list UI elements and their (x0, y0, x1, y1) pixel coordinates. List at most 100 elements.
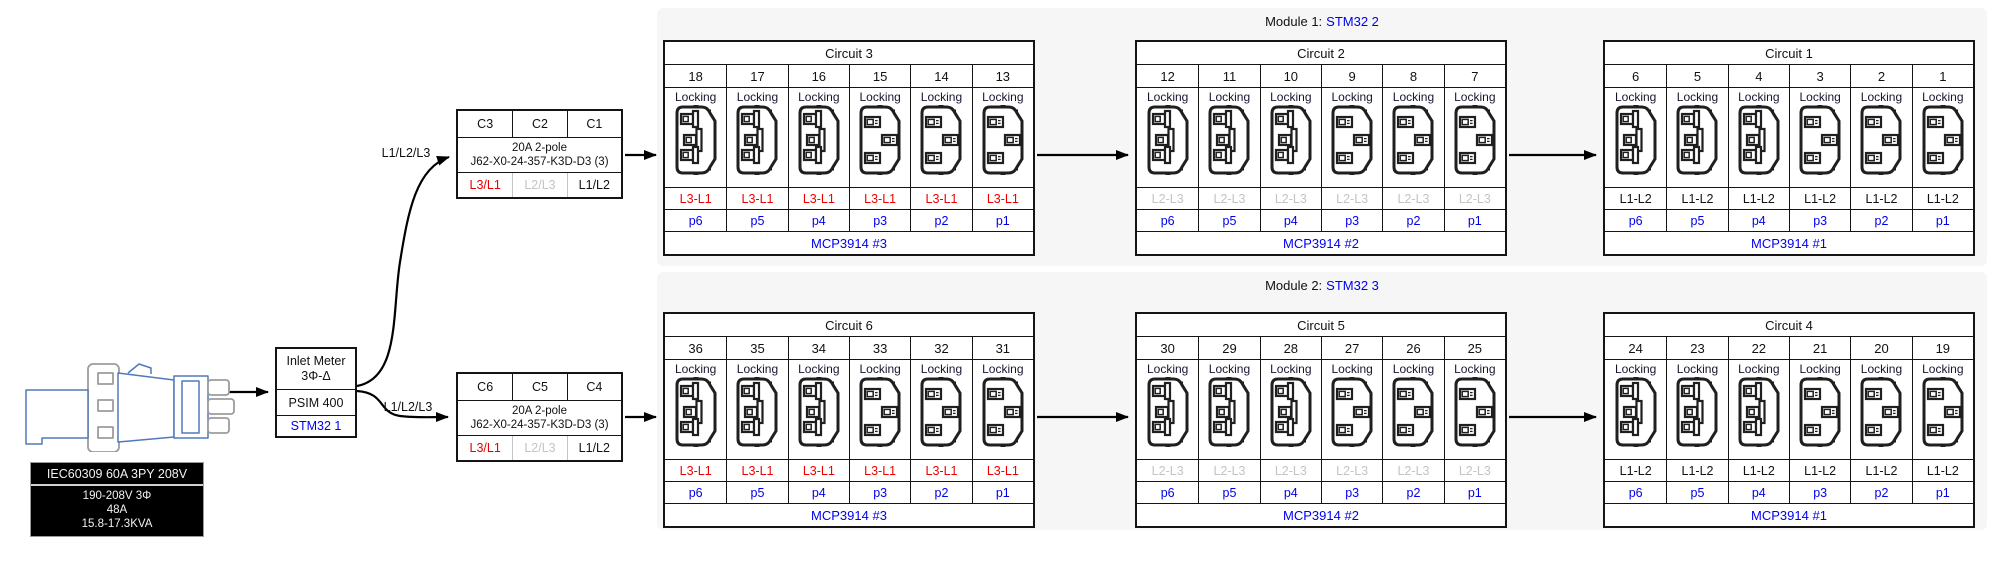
outlet-number-cell: 34 (787, 337, 849, 359)
outlet-cell: Locking (910, 88, 971, 187)
c13-outlet-icon (1736, 377, 1782, 447)
outlet-cell: Locking (787, 360, 849, 459)
breaker-pole-cell: C1 (566, 111, 621, 137)
breaker-part-number: J62-X0-24-357-K3D-D3 (3) (470, 419, 609, 431)
locking-label: Locking (1331, 90, 1373, 104)
phase-pair-cell: L3-L1 (726, 460, 787, 481)
port-cell: p4 (787, 210, 849, 231)
outlet-number-cell: 35 (726, 337, 787, 359)
outlet-number-cell: 11 (1198, 65, 1259, 87)
breaker-rating-line: 20A 2-pole (512, 142, 567, 154)
adc-label: MCP3914 #3 (665, 231, 1033, 254)
c13-outlet-icon (734, 105, 780, 175)
locking-label: Locking (1392, 362, 1435, 376)
locking-label: Locking (859, 362, 901, 376)
c13-outlet-icon (1390, 105, 1436, 175)
port-cell: p6 (688, 213, 703, 228)
phase-pair-cell: L1-L2 (1788, 460, 1850, 481)
module-controller: STM32 2 (1326, 14, 1379, 29)
plug-spec-lines: 190-208V 3Φ 48A 15.8-17.3KVA (31, 486, 203, 536)
port-cell: p1 (971, 482, 1033, 503)
plug-spec-title: IEC60309 60A 3PY 208V (31, 463, 203, 486)
port-cell: p6 (688, 485, 703, 500)
locking-label: Locking (1922, 90, 1964, 104)
feed-label-lower: L1/L2/L3 (383, 400, 433, 414)
locking-label: Locking (1146, 362, 1189, 376)
port-cell: p4 (1259, 210, 1321, 231)
outlet-number-cell: 4 (1727, 65, 1789, 87)
outlet-cell: Locking (1198, 88, 1259, 187)
phase-pair-cell: L2-L3 (1259, 460, 1321, 481)
outlet-cell: Locking (665, 88, 726, 187)
locking-label: Locking (1208, 362, 1251, 376)
circuit-title: Circuit 6 (825, 317, 873, 333)
port-cell: p5 (1198, 210, 1259, 231)
outlet-number-cell: 10 (1259, 65, 1321, 87)
c13-outlet-icon (1613, 105, 1659, 175)
inlet-meter-title-line1: Inlet Meter (286, 354, 346, 368)
outlet-cell: Locking (1788, 88, 1850, 187)
c13-outlet-icon (918, 377, 964, 447)
outlet-cell: Locking (726, 360, 787, 459)
port-cell: p5 (726, 210, 787, 231)
c13-outlet-icon (1452, 105, 1498, 175)
locking-label: Locking (736, 362, 779, 376)
outlet-cell: Locking (848, 360, 910, 459)
module-title: Module 1: (1265, 14, 1323, 29)
phase-pair-cell: L2-L3 (1151, 463, 1184, 478)
locking-label: Locking (798, 362, 840, 376)
locking-label: Locking (1676, 362, 1719, 376)
phase-pair-cell: L1-L2 (1911, 460, 1973, 481)
port-cell: p3 (1320, 210, 1382, 231)
c13-outlet-icon (796, 105, 842, 175)
outlet-number-cell: 16 (787, 65, 849, 87)
port-cell: p4 (1727, 482, 1789, 503)
outlet-number-cell: 7 (1443, 65, 1505, 87)
outlet-cell: Locking (1788, 360, 1850, 459)
breaker-pole-cell: C2 (512, 111, 566, 137)
locking-label: Locking (920, 362, 963, 376)
c13-outlet-icon (1390, 377, 1436, 447)
c13-outlet-icon (980, 377, 1026, 447)
locking-label: Locking (1614, 90, 1657, 104)
c13-outlet-icon (1920, 105, 1966, 175)
port-cell: p5 (726, 482, 787, 503)
phase-pair-cell: L3-L1 (910, 460, 971, 481)
phase-pair-cell: L1-L2 (1911, 188, 1973, 209)
outlet-number-cell: 1 (1911, 65, 1973, 87)
c13-outlet-icon (980, 105, 1026, 175)
c13-outlet-icon (1145, 377, 1191, 447)
port-cell: p2 (910, 482, 971, 503)
breaker-part-number: J62-X0-24-357-K3D-D3 (3) (470, 156, 609, 168)
outlet-number-cell: 5 (1666, 65, 1727, 87)
outlet-cell: Locking (1259, 360, 1321, 459)
port-cell: p5 (1666, 482, 1727, 503)
phase-pair-cell: L2-L3 (1198, 188, 1259, 209)
locking-label: Locking (1676, 90, 1719, 104)
outlet-number-cell: 33 (848, 337, 910, 359)
outlet-number-cell: 17 (726, 65, 787, 87)
outlet-number-cell: 31 (971, 337, 1033, 359)
phase-pair-cell: L2-L3 (1320, 460, 1382, 481)
phase-pair-cell: L2-L3 (1443, 188, 1505, 209)
locking-label: Locking (674, 90, 717, 104)
plug-spec-line: 15.8-17.3KVA (81, 518, 153, 530)
outlet-number-cell: 20 (1850, 337, 1911, 359)
plug-spec-line: 190-208V 3Φ (82, 490, 152, 502)
port-cell: p3 (1788, 210, 1850, 231)
outlet-number-cell: 18 (688, 68, 703, 84)
outlet-cell: Locking (910, 360, 971, 459)
plug-pin (207, 417, 230, 434)
locking-label: Locking (798, 90, 840, 104)
locking-label: Locking (674, 362, 717, 376)
outlet-cell: Locking (1382, 360, 1443, 459)
plug-spec-label: IEC60309 60A 3PY 208V 190-208V 3Φ 48A 15… (30, 462, 204, 537)
inlet-meter-model: PSIM 400 (277, 389, 355, 415)
